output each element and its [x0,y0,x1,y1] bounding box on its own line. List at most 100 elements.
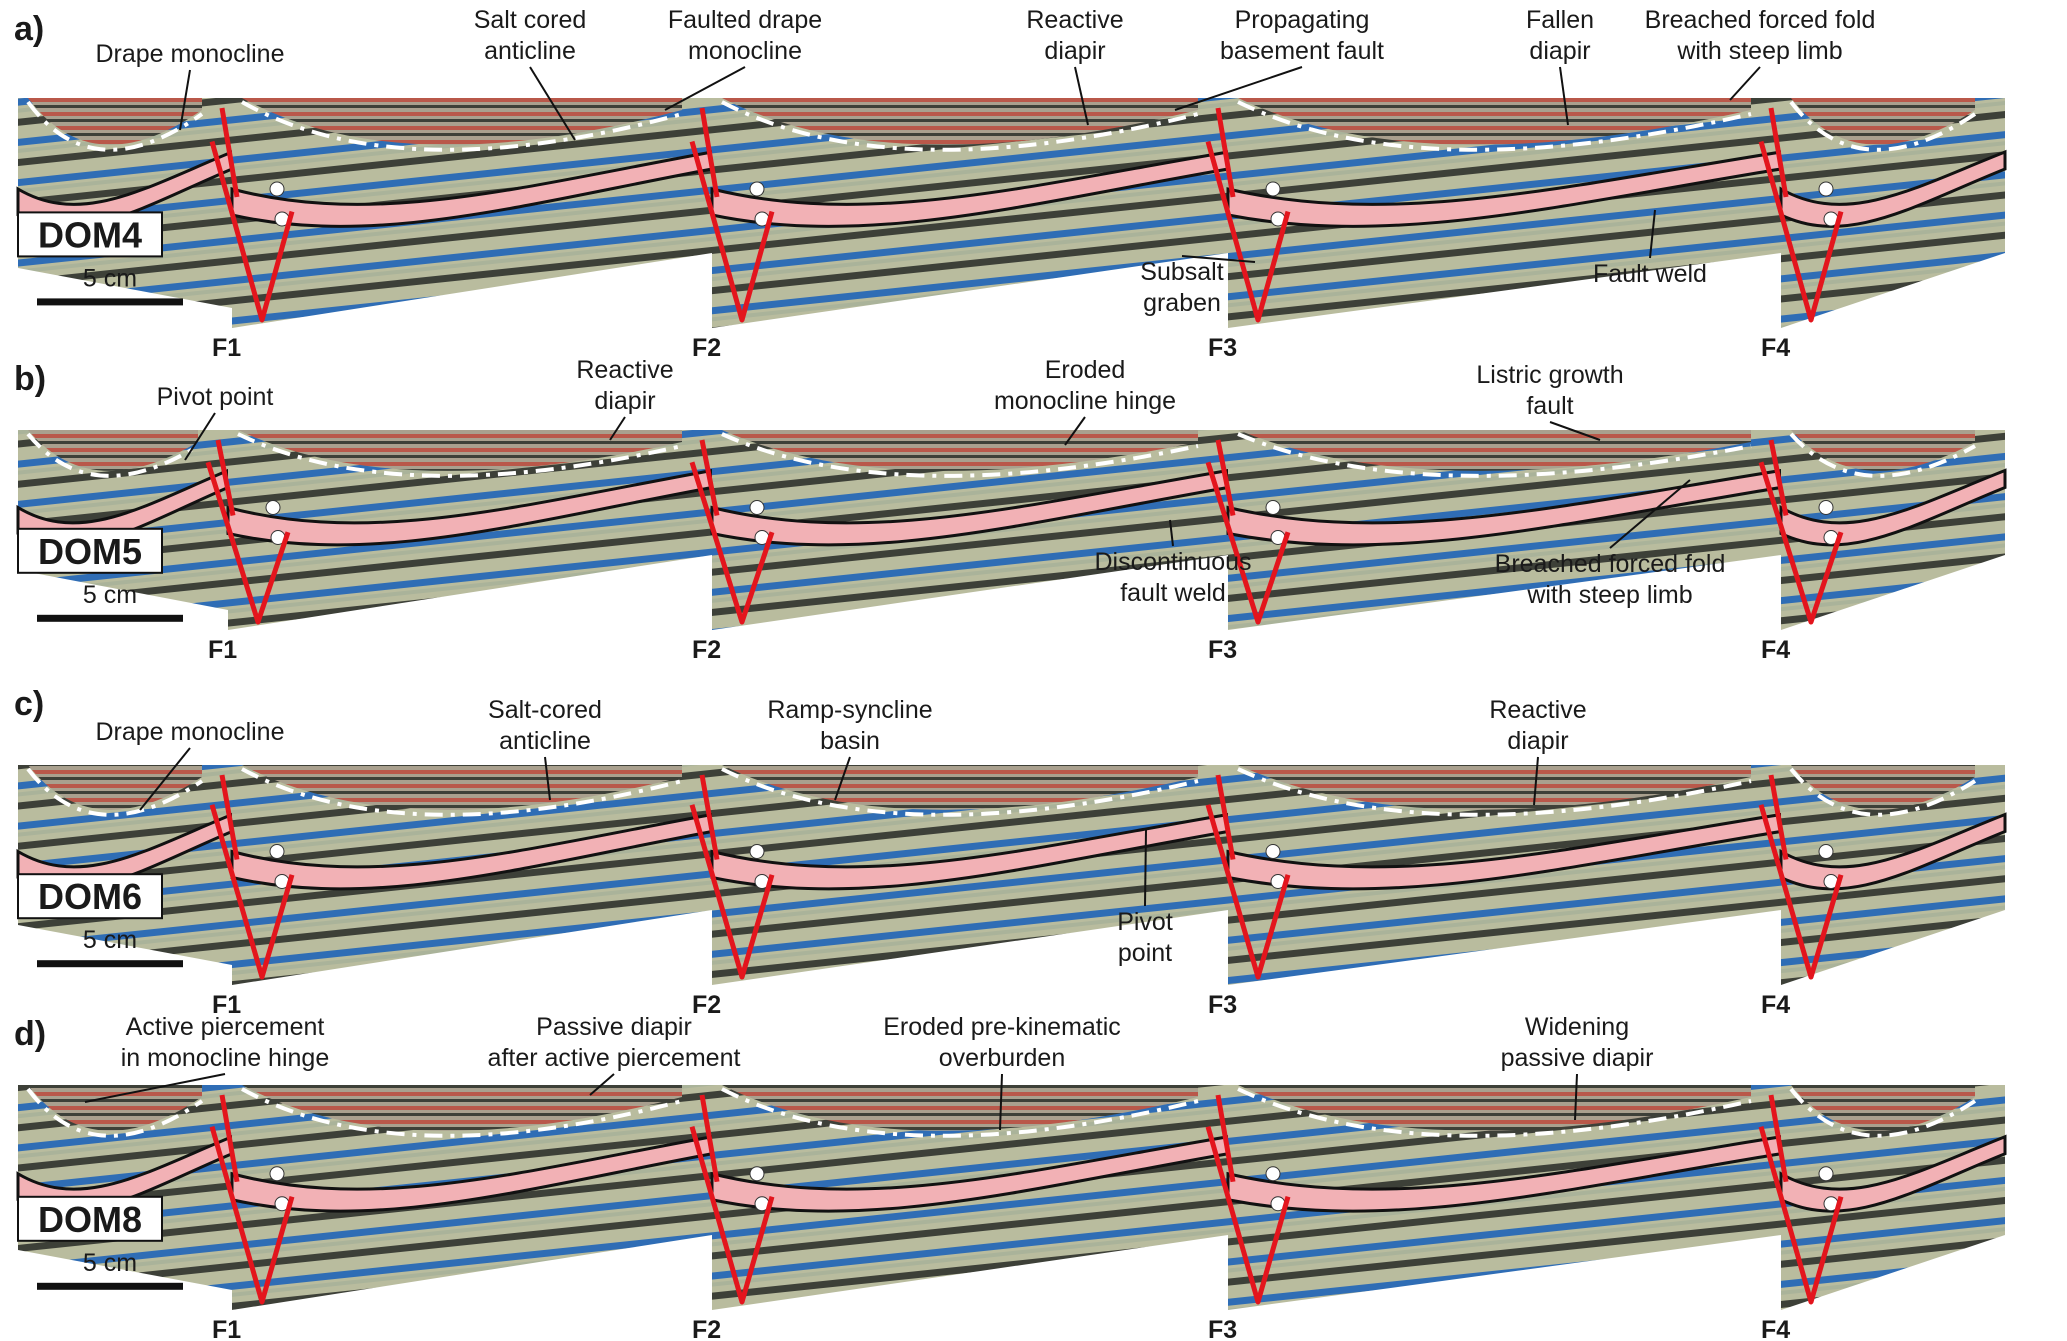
leader-line [1649,209,1656,259]
scale-bar: 5 cm [37,1249,183,1290]
fault-splay [699,107,720,198]
annotation-text: diapir [1529,37,1590,65]
annotation-text: fault [1526,392,1573,420]
model-badge: DOM5 [17,527,163,574]
annotation-text: Reactive [1026,6,1123,34]
leader-line [1181,255,1256,263]
model-badge: DOM6 [17,873,163,920]
annotation-text: Drape monocline [96,718,285,746]
annotation-text: Reactive [576,356,673,384]
annotation-text: in monocline hinge [121,1044,329,1072]
annotation-text: Passive diapir [536,1013,692,1041]
annotation-text: Widening [1525,1013,1629,1041]
leader-line [184,412,216,461]
pivot-dot [749,844,765,859]
annotation: Active piercement in monocline hinge [84,1013,329,1103]
synkinematic-basin [28,98,202,145]
annotation-text: Active piercement [126,1013,325,1041]
synkinematic-basin [242,765,682,810]
annotation-text: graben [1143,289,1221,317]
marker-horizon [721,100,1199,152]
annotation-text: Ramp-syncline [767,696,932,724]
fault-label: F4 [1761,991,1790,1019]
annotation: Drape monocline [96,40,285,131]
fault-label: F1 [212,334,241,362]
fault-trace [1205,804,1291,980]
synkinematic-basin [1791,430,1975,471]
synkinematic-basin [1238,765,1751,810]
marker-horizon [1237,1087,1752,1138]
model-name: DOM4 [38,214,142,255]
fault-splay [1768,774,1789,860]
annotation-text: with steep limb [1526,581,1692,609]
fault-f4: F4 [1758,439,1844,664]
annotation-text: overburden [939,1044,1065,1072]
fault-f4: F4 [1758,1094,1844,1341]
fault-splay [215,439,236,516]
fault-splay [1768,1094,1789,1183]
marker-horizon [241,1087,683,1138]
synkinematic-basin [242,98,682,145]
pivot-dot [1265,181,1281,197]
scale-bar: 5 cm [37,581,183,622]
scale-bar-label: 5 cm [83,581,137,609]
fault-block [1226,1085,1783,1310]
annotation-text: Breached forced fold [1645,6,1876,34]
pivot-dot [269,1166,285,1182]
annotation-text: Salt-cored [488,696,602,724]
synkinematic-basin [1238,430,1751,471]
fault-block [230,1085,714,1310]
synkinematic-basin [28,765,202,810]
fault-trace [1205,1126,1291,1305]
pivot-dot [1265,844,1281,859]
pivot-dot [1818,500,1834,515]
synkinematic-basin [1791,765,1975,810]
annotation-text: Pivot [1117,908,1173,936]
fault-block [230,98,714,328]
panel-letter: d) [14,1015,46,1053]
fault-splay [1768,439,1789,516]
leader-line [834,756,851,801]
fault-f2: F2 [689,439,775,664]
scale-bar-label: 5 cm [83,926,137,954]
fault-splay [219,1094,240,1183]
fault-block [226,430,714,630]
fault-block [1779,98,2007,328]
fault-f4: F4 [1758,774,1844,1019]
pivot-dot [749,500,765,515]
pivot-dot [269,181,285,197]
fault-label: F4 [1761,636,1790,664]
leader-line [1144,829,1147,907]
scale-bar: 5 cm [37,264,183,306]
model-name: DOM8 [38,1199,142,1240]
marker-horizon [26,767,204,817]
annotation-text: point [1118,939,1172,967]
annotation-text: Drape monocline [96,40,285,68]
marker-horizon [26,432,200,478]
fault-label: F3 [1208,334,1237,362]
pivot-dot [1265,500,1281,515]
fault-label: F2 [692,334,721,362]
synkinematic-basin [1238,1085,1751,1131]
leader-line [589,1073,615,1096]
leader-line [139,747,191,811]
fault-f1: F1 [209,107,295,362]
marker-horizon [237,432,683,478]
fault-label: F1 [212,1316,241,1341]
synkinematic-basin [722,98,1198,145]
fault-f1: F1 [209,774,295,1019]
pivot-dot [749,1166,765,1182]
fault-splay [1215,107,1236,198]
fault-f3: F3 [1205,107,1291,362]
